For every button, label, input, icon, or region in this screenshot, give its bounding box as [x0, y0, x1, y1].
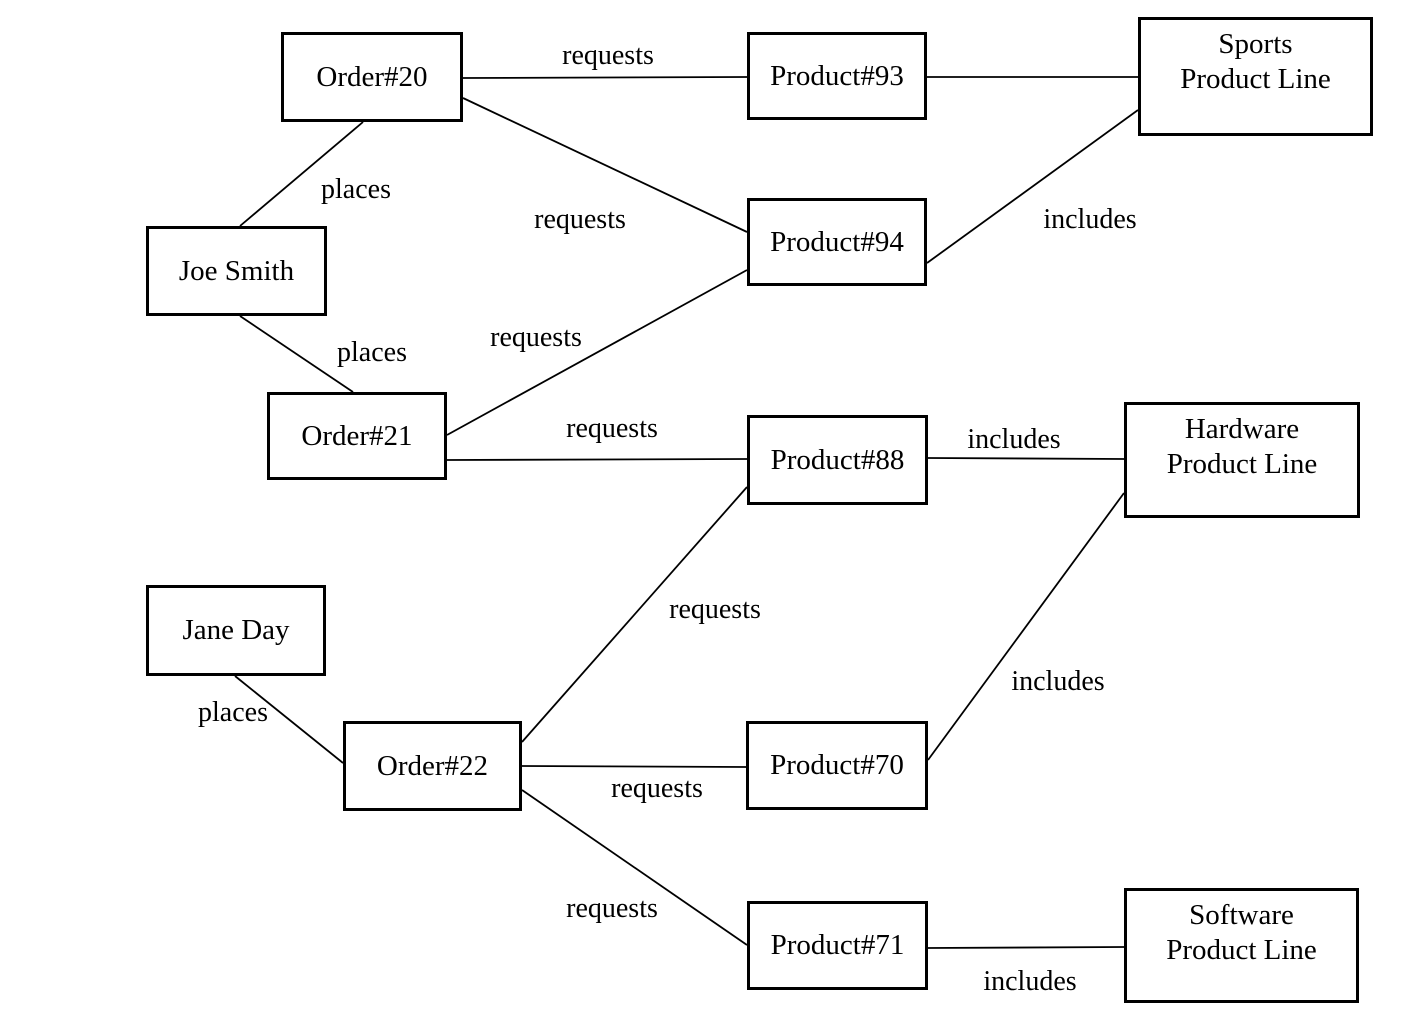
node-software-product-line-label: Product Line [1166, 934, 1317, 966]
edge-label-requests-order-20--product-93: requests [562, 40, 654, 71]
edge-jane-day--order-22 [234, 675, 344, 764]
node-order-21-label: Order#21 [301, 419, 413, 452]
edge-label-places-order-20--joe-smith: places [321, 174, 391, 205]
edge-order-22--product-70 [521, 765, 747, 768]
node-product-94-label: Product#94 [770, 225, 904, 258]
edge-label-requests-order-21--product-88: requests [566, 413, 658, 444]
node-order-21: Order#21 [267, 392, 447, 480]
edge-label-requests-order-22--product-71: requests [566, 893, 658, 924]
node-product-70-label: Product#70 [770, 749, 904, 781]
edge-label-requests-order-22--product-88: requests [669, 594, 761, 625]
node-order-20: Order#20 [281, 32, 463, 122]
edge-order-20--product-94 [462, 97, 748, 233]
edge-label-includes-product-70--hardware-product-line: includes [1011, 666, 1105, 697]
node-sports-product-line-label: Sports [1218, 28, 1293, 60]
edge-product-88--hardware-product-line [927, 457, 1125, 460]
edge-order-21--product-88 [446, 458, 748, 461]
edge-label-places-jane-day--order-22: places [198, 697, 268, 728]
node-order-20-label: Order#20 [316, 60, 428, 93]
node-order-22-label: Order#22 [376, 749, 489, 782]
node-product-71: Product#71 [747, 901, 928, 990]
edge-label-includes-product-88--hardware-product-line: includes [967, 424, 1061, 455]
edge-label-places-joe-smith--order-21: places [337, 337, 407, 368]
node-product-94: Product#94 [747, 198, 927, 286]
node-hardware-product-line-label: Product Line [1166, 448, 1318, 480]
edge-order-21--product-94 [446, 269, 748, 436]
edge-product-94--sports-product-line [926, 109, 1139, 264]
node-software-product-line-label: Software [1189, 899, 1294, 931]
edge-product-71--software-product-line [927, 946, 1125, 949]
node-hardware-product-line-label: Hardware [1184, 413, 1300, 445]
node-product-93: Product#93 [747, 32, 927, 120]
node-order-22: Order#22 [343, 721, 522, 811]
edge-order-22--product-88 [521, 486, 748, 743]
edge-order-22--product-71 [521, 789, 748, 946]
edge-order-20--joe-smith [239, 121, 364, 227]
node-product-88: Product#88 [747, 415, 928, 505]
edge-order-20--product-93 [462, 76, 748, 79]
edge-label-requests-order-22--product-70: requests [611, 773, 703, 804]
edge-joe-smith--order-21 [239, 315, 354, 393]
edge-label-includes-product-71--software-product-line: includes [983, 966, 1077, 997]
node-joe-smith: Joe Smith [146, 226, 327, 316]
edge-label-requests-order-20--product-94: requests [534, 204, 626, 235]
edge-label-requests-order-21--product-94: requests [490, 322, 582, 353]
node-product-71-label: Product#71 [770, 929, 905, 961]
node-product-93-label: Product#93 [770, 59, 904, 92]
node-joe-smith-label: Joe Smith [178, 254, 295, 287]
node-jane-day-label: Jane Day [182, 614, 290, 646]
node-product-88-label: Product#88 [770, 443, 905, 476]
edge-label-includes-product-94--sports-product-line: includes [1043, 204, 1137, 235]
node-product-70: Product#70 [746, 721, 928, 810]
edge-product-70--hardware-product-line [927, 492, 1125, 761]
node-jane-day: Jane Day [146, 585, 326, 676]
node-sports-product-line-label: Product Line [1180, 63, 1331, 95]
